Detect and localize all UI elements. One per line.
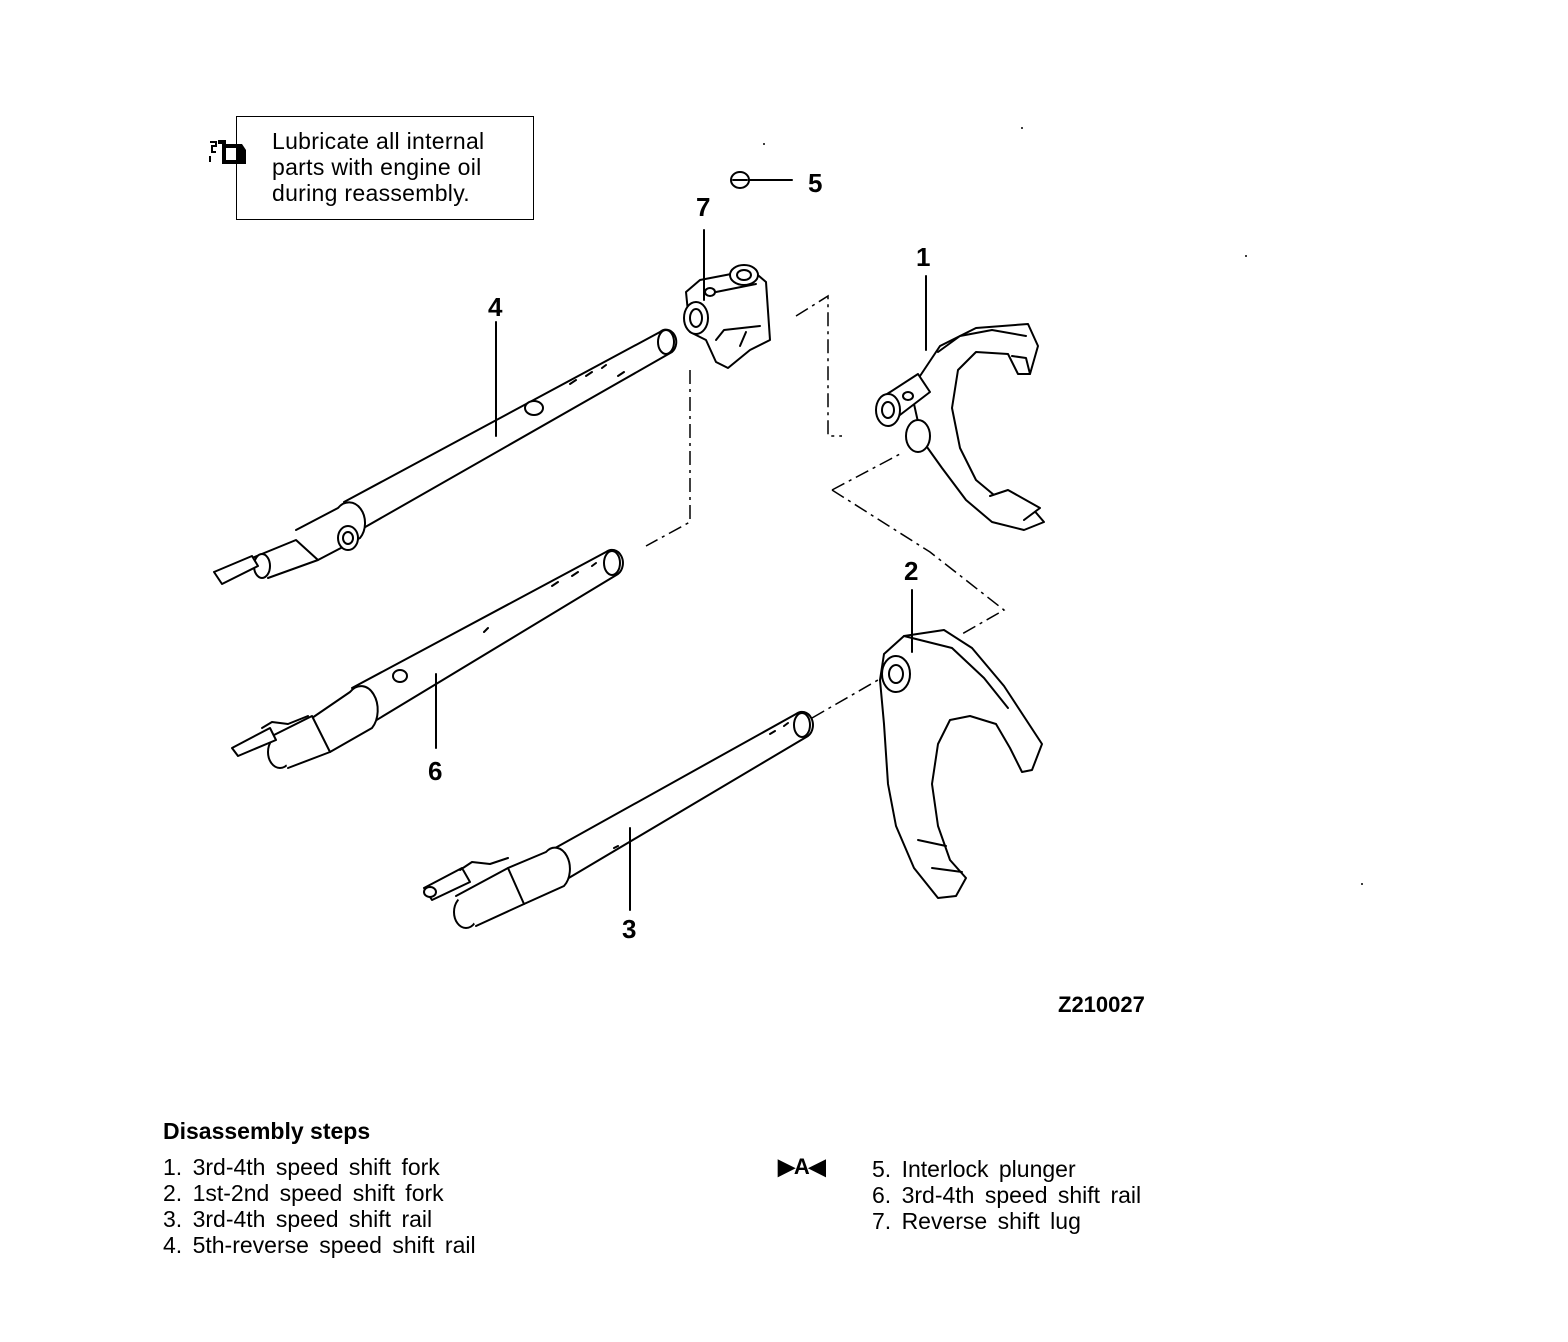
disassembly-steps-title: Disassembly steps	[163, 1118, 371, 1144]
step-item: 3. 3rd-4th speed shift rail	[163, 1206, 433, 1232]
callout-5: 5	[808, 168, 823, 198]
part-3rd-4th-shift-rail-middle	[231, 548, 624, 769]
step-item: 4. 5th-reverse speed shift rail	[163, 1232, 476, 1258]
lubrication-note-text: Lubricate all internal parts with engine…	[272, 128, 522, 206]
callout-3: 3	[622, 914, 637, 944]
note-line-2: parts with engine oil	[272, 154, 482, 180]
lubrication-note-box	[236, 116, 534, 220]
step-item: 2. 1st-2nd speed shift fork	[163, 1180, 444, 1206]
specks	[763, 127, 1363, 885]
step-item: 1. 3rd-4th speed shift fork	[163, 1154, 440, 1180]
part-1st-2nd-shift-fork	[879, 629, 1043, 899]
callout-2: 2	[904, 556, 919, 586]
note-line-3: during reassembly.	[272, 180, 471, 206]
callout-6: 6	[428, 756, 443, 786]
oil-can-icon	[209, 140, 246, 164]
step-item: 6. 3rd-4th speed shift rail	[872, 1182, 1142, 1208]
note-line-1: Lubricate all internal	[272, 128, 485, 154]
reassembly-mark-a: ▶A◀	[778, 1154, 826, 1179]
part-reverse-shift-lug	[683, 264, 771, 369]
callout-4: 4	[488, 292, 503, 322]
steps-list-right: 5. Interlock plunger 6. 3rd-4th speed sh…	[872, 1156, 1141, 1234]
steps-list-left: 1. 3rd-4th speed shift fork 2. 1st-2nd s…	[163, 1154, 476, 1258]
callout-1: 1	[916, 242, 931, 272]
assembly-lines	[645, 294, 1006, 719]
part-interlock-plunger	[730, 171, 793, 189]
step-item: 5. Interlock plunger	[872, 1156, 1076, 1182]
part-3rd-4th-shift-fork	[875, 323, 1045, 531]
part-3rd-4th-shift-rail-bottom	[423, 710, 814, 929]
part-5th-reverse-shift-rail	[213, 328, 678, 585]
callout-7: 7	[696, 192, 711, 222]
step-item: 7. Reverse shift lug	[872, 1208, 1081, 1234]
figure-code: Z210027	[1058, 992, 1145, 1017]
